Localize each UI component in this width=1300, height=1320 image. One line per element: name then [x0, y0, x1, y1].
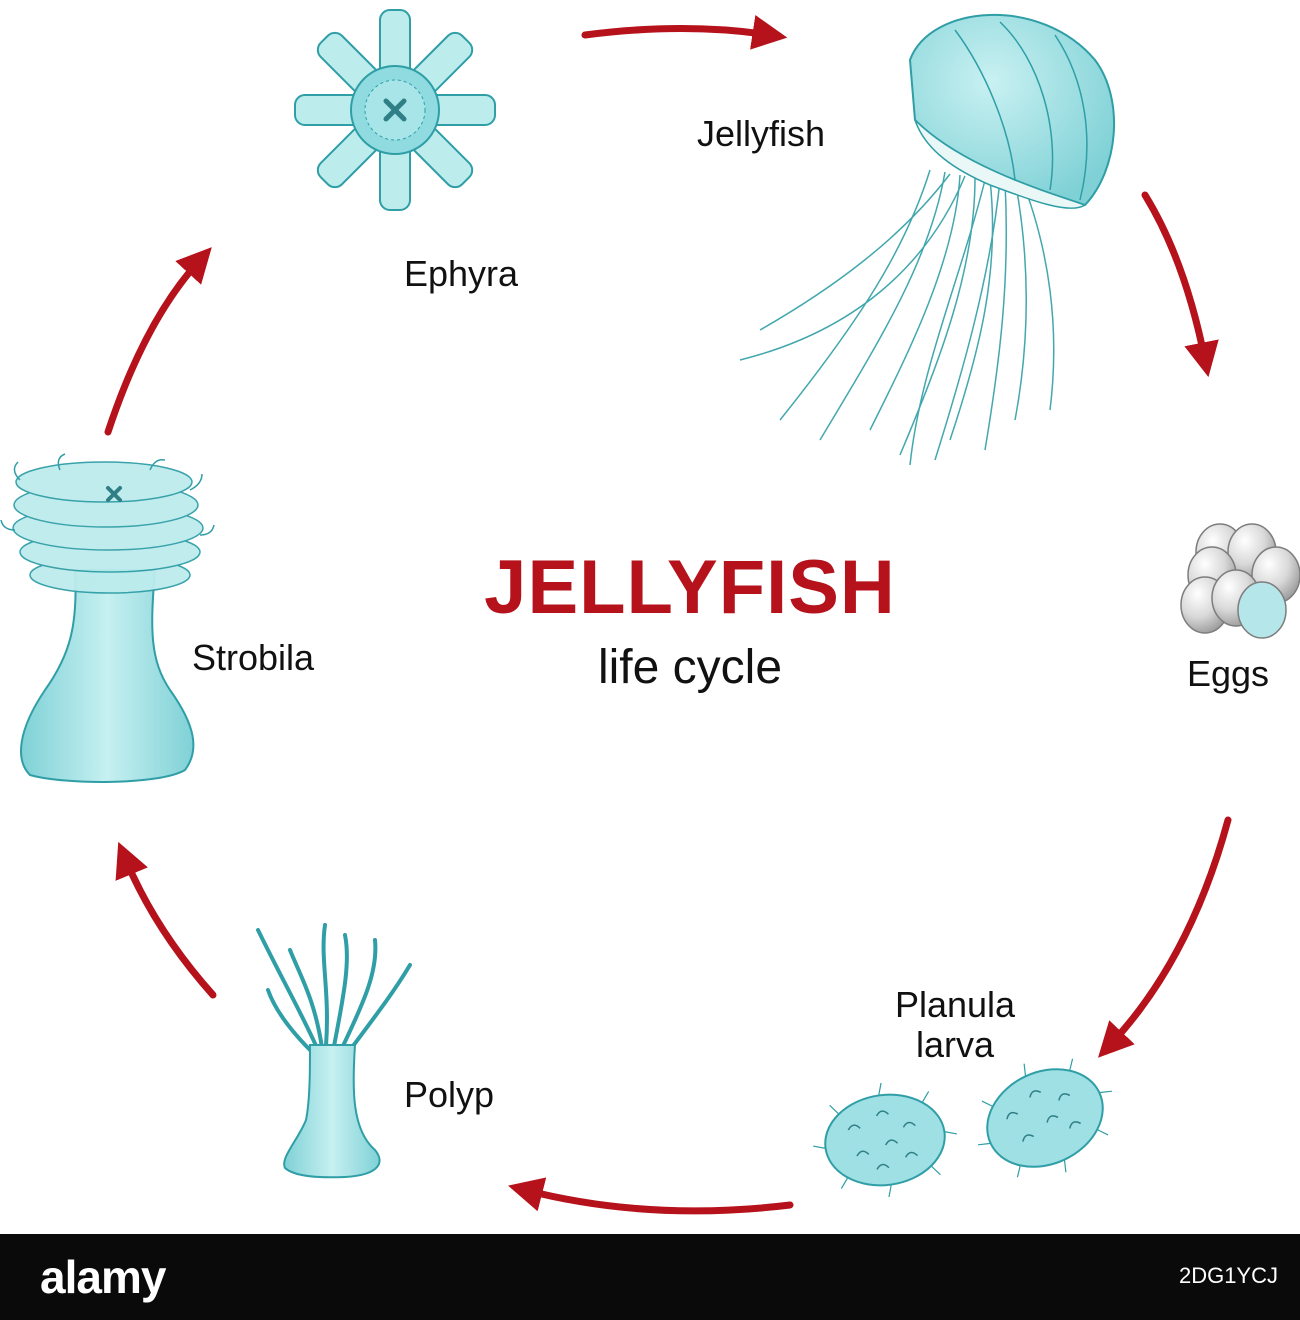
diagram-title: JELLYFISH: [484, 545, 896, 630]
label-planula-line1: Planula: [894, 984, 1016, 1025]
brand-logo: alamy: [40, 1251, 166, 1303]
planula-larva-illustration: [813, 1058, 1113, 1198]
life-cycle-illustration: [0, 9, 1300, 1215]
arrow-eggs-to-planula: [1098, 816, 1232, 1058]
arrow-ephyra-to-jellyfish: [581, 15, 788, 50]
strobila-illustration: [0, 453, 215, 783]
label-polyp: Polyp: [404, 1074, 495, 1115]
diagram-subtitle: life cycle: [597, 641, 783, 694]
label-ephyra: Ephyra: [404, 253, 519, 294]
eggs-illustration: [1180, 523, 1300, 639]
ephyra-illustration: [294, 9, 496, 211]
watermark-footer: alamy 2DG1YCJ: [0, 1234, 1300, 1320]
label-strobila: Strobila: [192, 637, 315, 678]
cycle-arrows: [104, 15, 1232, 1215]
arrow-jellyfish-to-eggs: [1141, 191, 1219, 378]
arrow-strobila-to-ephyra: [104, 247, 212, 436]
jellyfish-illustration: [739, 14, 1115, 466]
arrow-planula-to-polyp: [508, 1177, 794, 1215]
image-code: 2DG1YCJ: [1178, 1263, 1278, 1288]
polyp-illustration: [256, 923, 412, 1179]
label-planula-larva: Planula larva: [882, 985, 1028, 1065]
label-jellyfish: Jellyfish: [697, 113, 826, 154]
arrow-polyp-to-strobila: [115, 841, 217, 999]
label-eggs: Eggs: [1187, 653, 1270, 694]
label-planula-line2: larva: [915, 1024, 995, 1065]
